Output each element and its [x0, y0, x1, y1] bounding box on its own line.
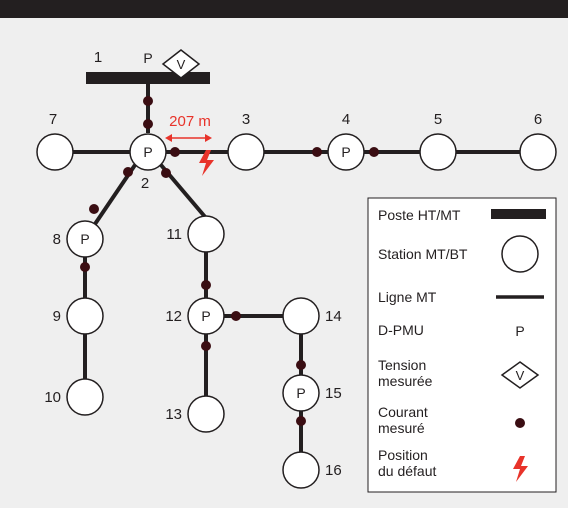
top-bar [0, 0, 568, 18]
current-measurements [80, 96, 379, 426]
station-7 [36, 133, 74, 171]
pmu-marker-12: P [201, 308, 210, 324]
distance-label: 207 m [169, 113, 211, 130]
station-2 [129, 133, 167, 171]
node-label-11: 11 [166, 226, 182, 243]
pmu-marker-4: P [341, 144, 350, 160]
node-label-4: 4 [342, 111, 350, 128]
legend-substation-symbol [491, 209, 546, 219]
legend-label-dpmu: D-PMU [378, 322, 424, 338]
current-dot [201, 341, 211, 351]
station-13 [187, 395, 225, 433]
voltage-marker: V [177, 57, 186, 72]
current-dot [80, 262, 90, 272]
pmu-marker-15: P [296, 385, 305, 401]
voltage-measured-icon [161, 49, 201, 79]
node-label-5: 5 [434, 111, 442, 128]
legend-label-voltage-2: mesurée [378, 373, 433, 389]
current-dot [161, 168, 171, 178]
legend-label-current-2: mesuré [378, 420, 425, 436]
legend-voltage-symbol: V [516, 368, 525, 383]
station-5 [419, 133, 457, 171]
node-label-2: 2 [141, 175, 149, 192]
substation-bus [86, 72, 210, 84]
legend: Poste HT/MT Station MT/BT Ligne MT D-PMU… [367, 197, 557, 493]
pmu-marker-2: P [143, 144, 152, 160]
distance-arrow [165, 134, 212, 142]
node-label-7: 7 [49, 111, 57, 128]
fault-lightning-icon [199, 150, 214, 176]
node-label-14: 14 [325, 308, 342, 325]
current-dot [369, 147, 379, 157]
node-label-1: 1 [94, 49, 102, 66]
legend-pmu-symbol: P [515, 323, 524, 339]
station-12 [187, 297, 225, 335]
legend-label-line: Ligne MT [378, 289, 437, 305]
current-dot [170, 147, 180, 157]
node-label-10: 10 [44, 389, 61, 406]
current-dot [201, 280, 211, 290]
legend-fault-lightning-icon [513, 456, 528, 482]
stations [36, 133, 557, 489]
current-dot [143, 119, 153, 129]
station-9 [66, 297, 104, 335]
station-10 [66, 378, 104, 416]
legend-station-symbol [501, 235, 539, 273]
legend-label-station: Station MT/BT [378, 246, 468, 262]
station-3 [227, 133, 265, 171]
station-8 [66, 220, 104, 258]
current-dot [312, 147, 322, 157]
station-4 [327, 133, 365, 171]
current-dot [143, 96, 153, 106]
pmu-marker-8: P [80, 231, 89, 247]
node-label-13: 13 [165, 406, 182, 423]
station-14 [282, 297, 320, 335]
legend-label-current-1: Courant [378, 404, 428, 420]
legend-voltage-icon [500, 361, 540, 389]
station-11 [187, 215, 225, 253]
node-label-9: 9 [53, 308, 61, 325]
current-dot [296, 360, 306, 370]
legend-label-fault-1: Position [378, 447, 428, 463]
station-16 [282, 451, 320, 489]
legend-label-voltage-1: Tension [378, 357, 426, 373]
node-label-3: 3 [242, 111, 250, 128]
current-dot [231, 311, 241, 321]
node-label-15: 15 [325, 385, 342, 402]
legend-current-dot [515, 418, 525, 428]
legend-label-substation: Poste HT/MT [378, 207, 461, 223]
node-label-6: 6 [534, 111, 542, 128]
node-label-16: 16 [325, 462, 342, 479]
current-dot [89, 204, 99, 214]
current-dot [123, 167, 133, 177]
legend-label-fault-2: du défaut [378, 463, 436, 479]
pmu-marker-1: P [143, 50, 152, 66]
station-15 [282, 374, 320, 412]
station-6 [519, 133, 557, 171]
node-label-8: 8 [53, 231, 61, 248]
node-label-12: 12 [165, 308, 182, 325]
current-dot [296, 416, 306, 426]
